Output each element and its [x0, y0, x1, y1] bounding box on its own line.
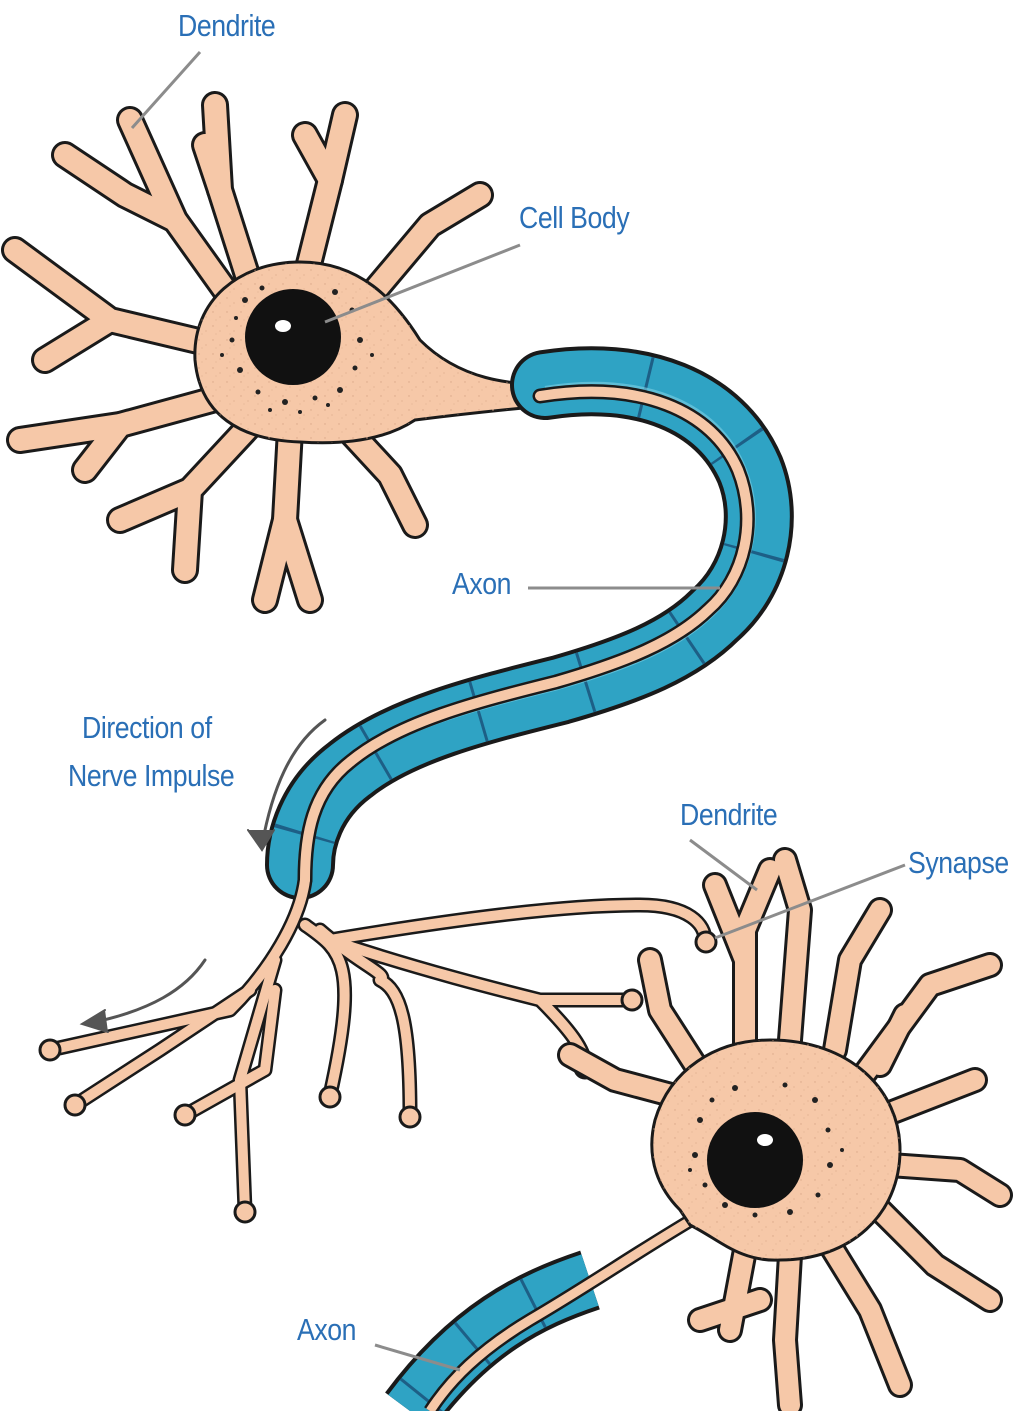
label-direction-line2: Nerve Impulse: [68, 758, 234, 794]
label-dendrite-top: Dendrite: [178, 8, 275, 44]
bottom-nucleus: [707, 1112, 803, 1208]
top-cell-body: [195, 262, 555, 443]
label-direction-line1: Direction of: [82, 710, 212, 746]
bottom-myelin-sheath: [410, 1215, 700, 1411]
label-cell-body: Cell Body: [519, 200, 629, 236]
leader-dendrite-top: [132, 52, 200, 128]
label-dendrite-bottom: Dendrite: [680, 797, 777, 833]
top-nucleus: [245, 289, 341, 385]
label-axon-bottom: Axon: [297, 1312, 356, 1348]
label-axon-top: Axon: [452, 566, 511, 602]
label-synapse: Synapse: [908, 845, 1009, 881]
